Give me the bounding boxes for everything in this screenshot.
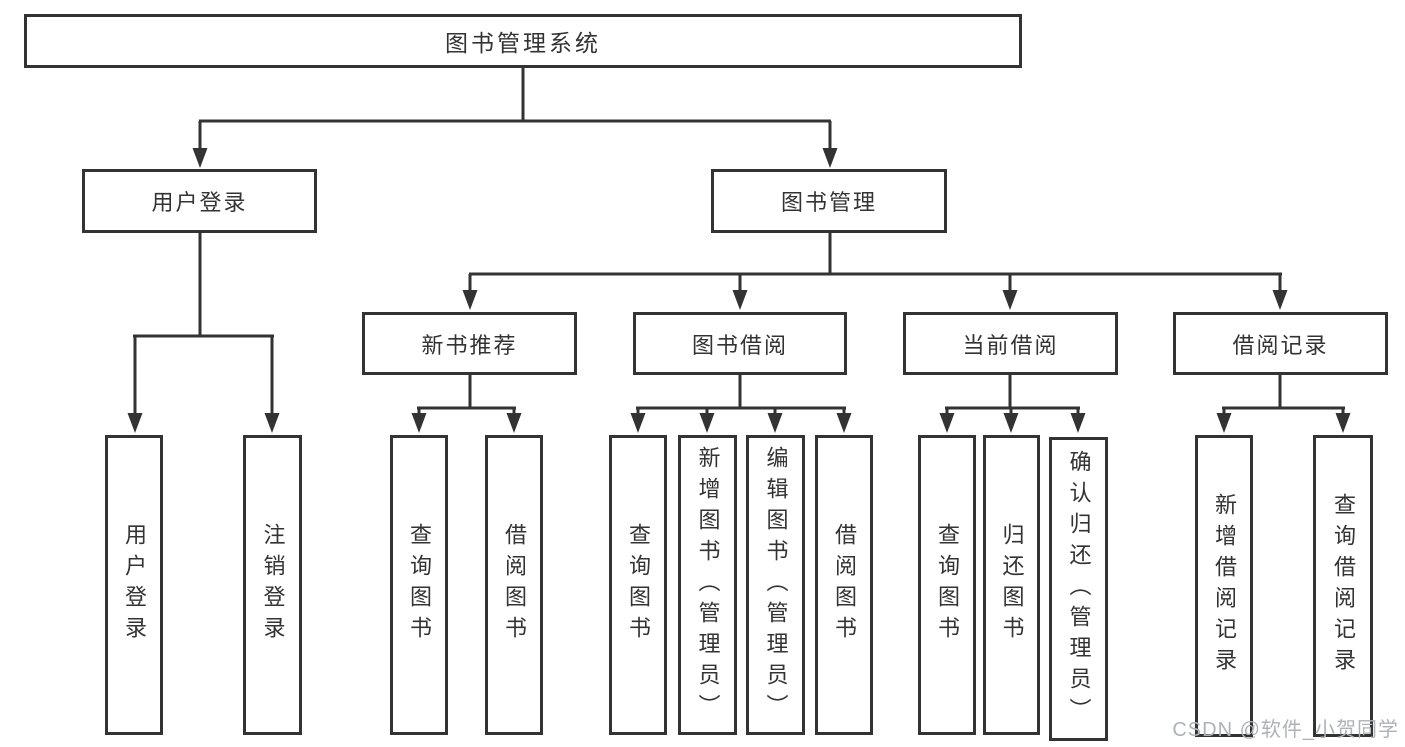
leaf-label: 查询图书 [407, 523, 432, 647]
csdn-watermark: CSDN @软件_小贺同学 [1172, 719, 1399, 741]
leaf-query-books-current: 查询图书 [918, 435, 976, 735]
leaf-label: 查询图书 [935, 523, 960, 647]
node-book-management: 图书管理 [711, 169, 947, 233]
node-label: 图书借阅 [691, 332, 788, 358]
node-user-login: 用户登录 [82, 169, 317, 233]
leaf-label: 查询图书 [626, 523, 651, 647]
leaf-label: 借阅图书 [502, 523, 527, 647]
leaf-label: 新增借阅记录 [1212, 493, 1237, 679]
node-borrowing-records: 借阅记录 [1173, 312, 1388, 375]
node-label: 新书推荐 [421, 332, 518, 358]
leaf-borrow-books-recommend: 借阅图书 [485, 435, 543, 735]
node-label: 图书管理系统 [445, 30, 601, 56]
leaf-label: 确认归还（管理员） [1066, 449, 1092, 729]
node-library-management-system: 图书管理系统 [24, 14, 1022, 68]
node-label: 图书管理 [780, 190, 877, 215]
leaf-edit-books-admin: 编辑图书（管理员） [746, 435, 805, 735]
leaf-return-books: 归还图书 [983, 435, 1040, 735]
leaf-query-borrow-record: 查询借阅记录 [1313, 435, 1373, 737]
leaf-label: 归还图书 [999, 523, 1025, 647]
leaf-confirm-return-admin: 确认归还（管理员） [1049, 437, 1108, 741]
node-label: 当前借阅 [962, 332, 1059, 358]
node-label: 借阅记录 [1232, 332, 1329, 358]
leaf-query-books-recommend: 查询图书 [390, 435, 448, 735]
leaf-label: 注销登录 [260, 523, 286, 647]
leaf-label: 用户登录 [122, 523, 147, 647]
node-label: 用户登录 [151, 190, 248, 215]
leaf-label: 借阅图书 [832, 523, 857, 647]
leaf-query-books-borrowing: 查询图书 [609, 435, 667, 735]
leaf-borrow-books-borrowing: 借阅图书 [815, 435, 873, 735]
leaf-add-books-admin: 新增图书（管理员） [678, 435, 737, 735]
node-current-borrowing: 当前借阅 [903, 312, 1118, 375]
node-book-borrowing: 图书借阅 [633, 312, 847, 375]
leaf-logout-login: 注销登录 [243, 435, 302, 735]
leaf-label: 编辑图书（管理员） [763, 445, 789, 725]
leaf-add-borrow-record: 新增借阅记录 [1195, 435, 1253, 737]
node-new-book-recommendation: 新书推荐 [362, 312, 577, 375]
leaf-label: 新增图书（管理员） [695, 445, 721, 725]
leaf-label: 查询借阅记录 [1331, 493, 1356, 679]
leaf-user-login: 用户登录 [105, 435, 163, 735]
